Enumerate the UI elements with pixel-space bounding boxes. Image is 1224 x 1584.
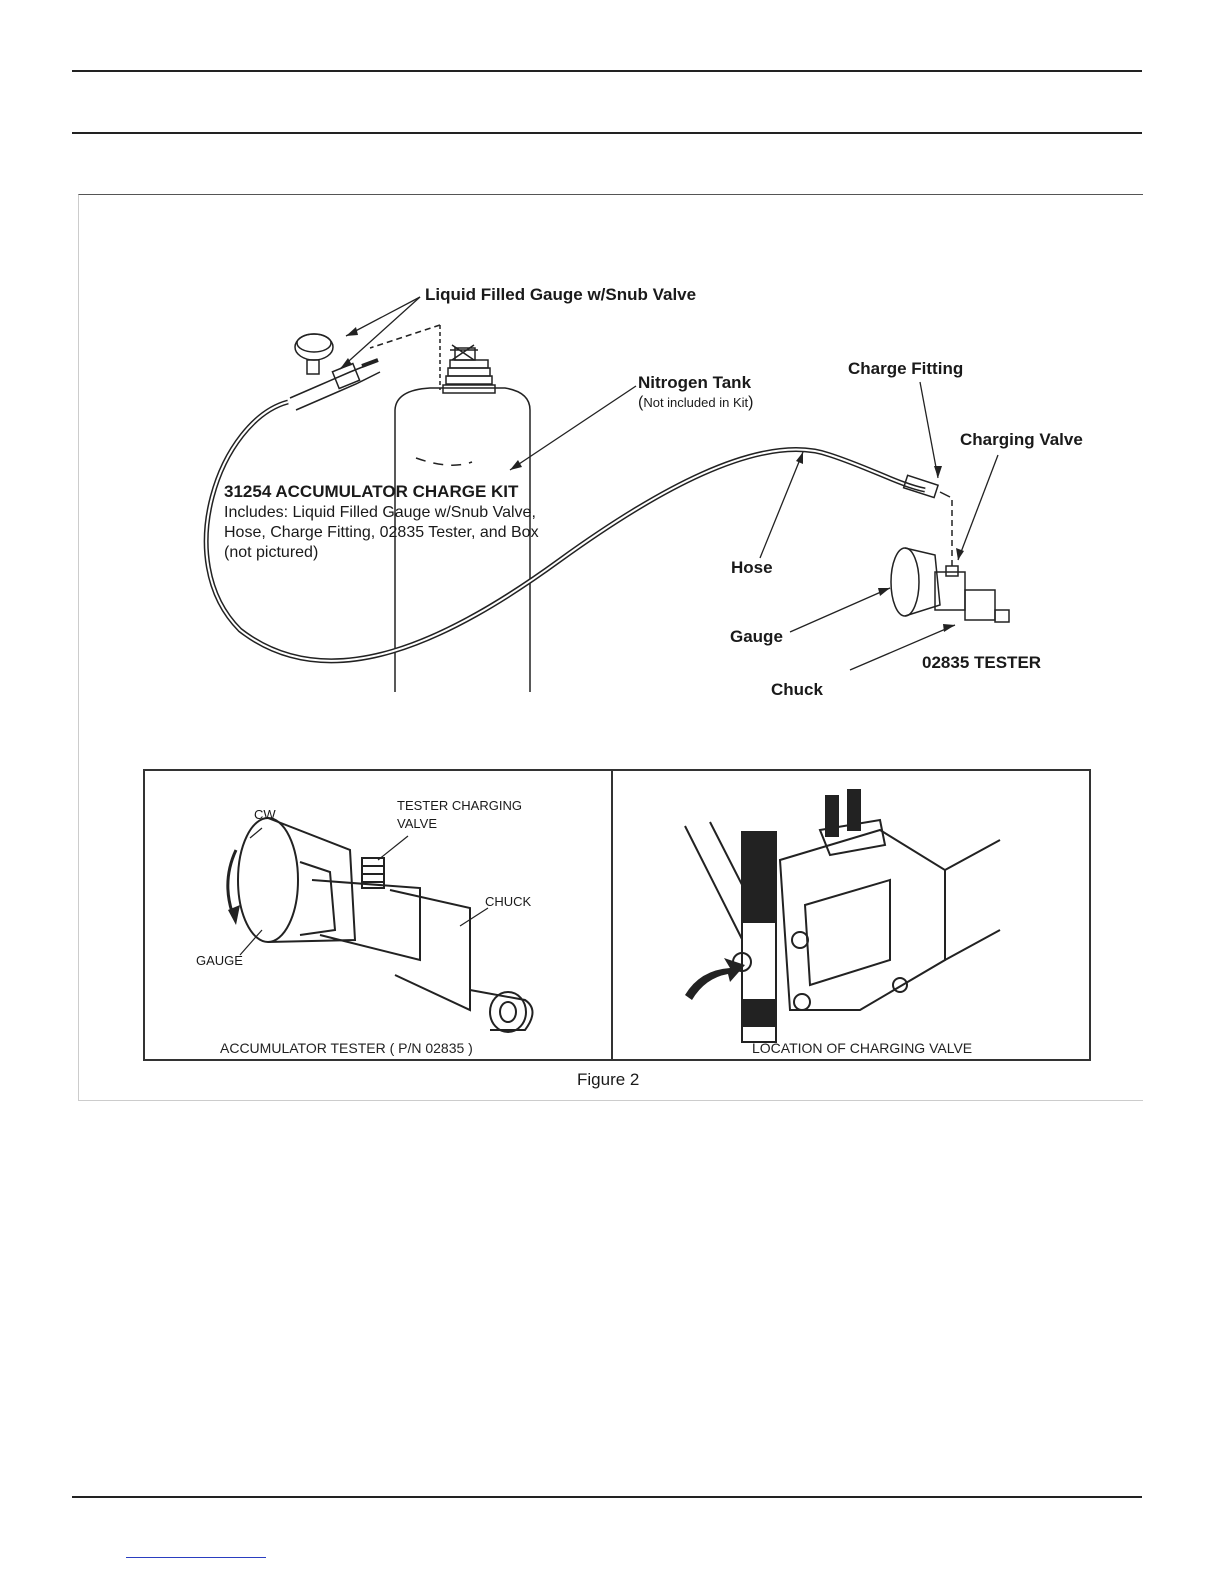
footer-link-underline[interactable] <box>126 1557 266 1558</box>
label-hose: Hose <box>731 558 773 577</box>
charging-valve-location-drawing <box>684 789 1001 1043</box>
label-tester-charging-2: VALVE <box>397 816 437 831</box>
caption-charging-valve-location: LOCATION OF CHARGING VALVE <box>752 1040 973 1056</box>
label-chuck: Chuck <box>771 680 823 699</box>
kit-includes-line-2: Hose, Charge Fitting, 02835 Tester, and … <box>224 524 539 541</box>
label-gauge: Gauge <box>730 627 783 646</box>
label-gauge-panel: GAUGE <box>196 953 243 968</box>
label-cw: CW <box>254 807 276 822</box>
nitrogen-tank-drawing <box>394 325 531 692</box>
paren-close: ) <box>748 394 754 411</box>
kit-title: 31254 ACCUMULATOR CHARGE KIT <box>224 482 519 501</box>
label-chuck-panel: CHUCK <box>485 894 532 909</box>
kit-includes-line-3: (not pictured) <box>224 544 319 561</box>
header-rule-bottom <box>72 132 1142 134</box>
accumulator-tester-drawing <box>226 817 534 1033</box>
bottom-panel-frame <box>143 769 1091 1061</box>
label-charge-fitting: Charge Fitting <box>848 359 964 378</box>
kit-includes-line-1: Includes: Liquid Filled Gauge w/Snub Val… <box>224 504 536 521</box>
label-nitrogen-tank: Nitrogen Tank <box>638 373 752 392</box>
caption-accumulator-tester: ACCUMULATOR TESTER ( P/N 02835 ) <box>220 1040 473 1056</box>
label-tester-charging-1: TESTER CHARGING <box>397 798 522 813</box>
tester-drawing <box>890 547 1010 623</box>
paren-open: ( <box>638 394 644 411</box>
footer-rule <box>72 1496 1142 1498</box>
label-charging-valve: Charging Valve <box>960 430 1083 449</box>
label-02835-tester: 02835 TESTER <box>922 653 1042 672</box>
snub-gauge-drawing <box>289 324 441 411</box>
label-gauge-snub-valve: Liquid Filled Gauge w/Snub Valve <box>425 285 697 304</box>
header-rule-top <box>72 70 1142 72</box>
leader-arrows <box>339 296 999 671</box>
not-included-text: Not included in Kit <box>643 395 749 410</box>
label-not-included: (Not included in Kit) <box>638 394 753 412</box>
figure-caption: Figure 2 <box>577 1070 640 1089</box>
figure-frame <box>78 194 1143 1101</box>
